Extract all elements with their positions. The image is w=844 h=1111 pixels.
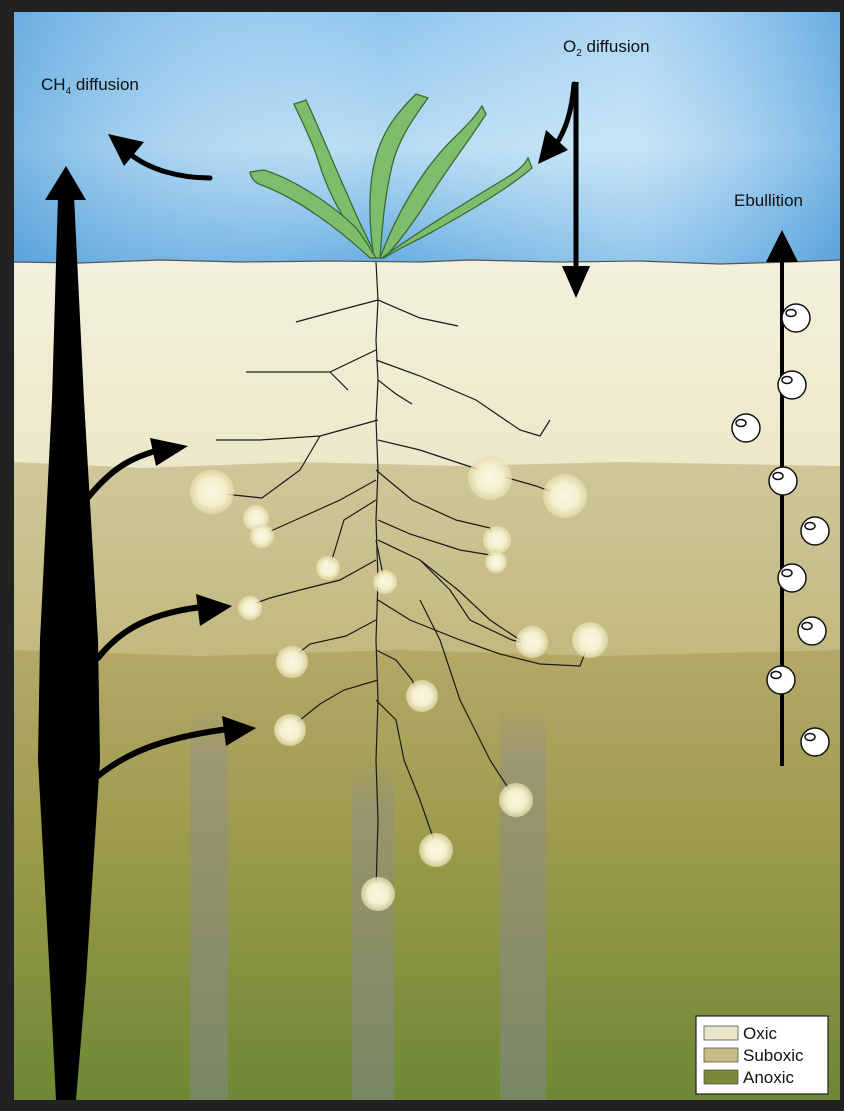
legend-swatch-oxic [704, 1026, 738, 1040]
legend-swatch-anoxic [704, 1070, 738, 1084]
soil-layers [14, 260, 840, 1100]
legend-label-oxic: Oxic [743, 1024, 778, 1043]
legend: Oxic Suboxic Anoxic [696, 1016, 828, 1094]
legend-label-suboxic: Suboxic [743, 1046, 804, 1065]
legend-swatch-suboxic [704, 1048, 738, 1062]
ebullition-label: Ebullition [734, 191, 803, 210]
oxic-layer [14, 260, 840, 478]
legend-item-anoxic: Anoxic [704, 1068, 795, 1087]
legend-item-suboxic: Suboxic [704, 1046, 804, 1065]
suboxic-layer [14, 462, 840, 660]
ch4-diffusion-label: CH4 diffusion [41, 75, 139, 97]
legend-label-anoxic: Anoxic [743, 1068, 795, 1087]
o2-diffusion-label: O2 diffusion [563, 37, 650, 59]
